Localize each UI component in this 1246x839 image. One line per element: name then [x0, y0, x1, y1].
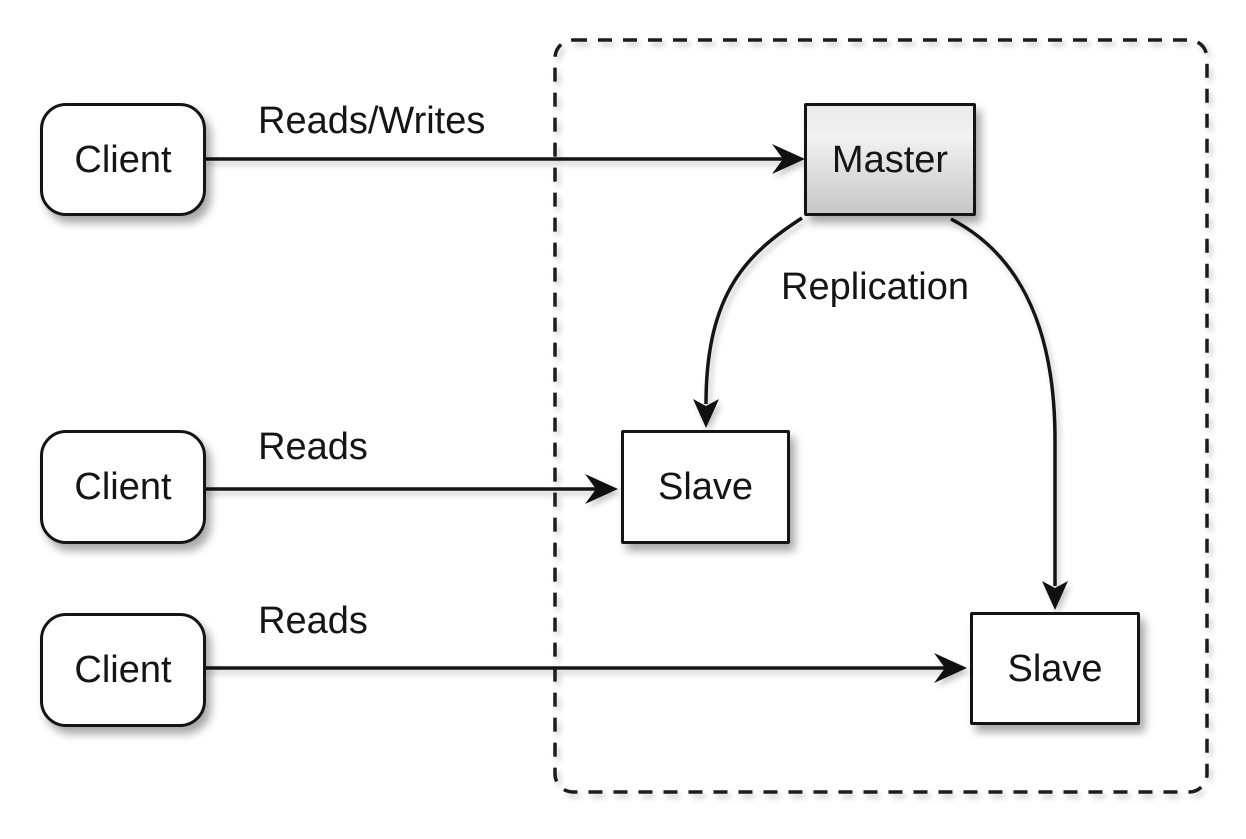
edge-master-slave2-arrowhead-icon [1042, 581, 1068, 610]
edge-master-slave1-arrowhead-icon [693, 399, 719, 428]
edge-client1-master-arrowhead-icon [772, 144, 805, 174]
edge-master-slave1-curve [704, 216, 803, 405]
edge-label-reads-writes: Reads/Writes [258, 100, 486, 142]
node-master: Master [804, 103, 976, 216]
edge-label-reads-1: Reads [258, 426, 368, 468]
node-slave-1-label: Slave [657, 466, 754, 508]
server-group-dashed-border [553, 38, 1209, 794]
node-client-3-label: Client [74, 649, 172, 691]
edge-client3-slave2-arrowhead-icon [934, 653, 967, 683]
node-client-2-label: Client [74, 466, 172, 508]
node-client-3: Client [40, 613, 206, 727]
node-slave-2: Slave [970, 612, 1140, 725]
edge-label-replication: Replication [781, 266, 969, 308]
node-slave-2-label: Slave [1007, 647, 1103, 690]
node-master-label: Master [831, 138, 949, 181]
edge-master-slave2-curve [950, 217, 1057, 586]
node-client-2: Client [40, 430, 206, 544]
node-client-1: Client [40, 103, 206, 216]
node-client-1-label: Client [74, 138, 172, 181]
edge-label-reads-2: Reads [258, 600, 368, 642]
edge-client2-slave1-arrowhead-icon [585, 474, 618, 504]
node-slave-1: Slave [621, 430, 790, 544]
